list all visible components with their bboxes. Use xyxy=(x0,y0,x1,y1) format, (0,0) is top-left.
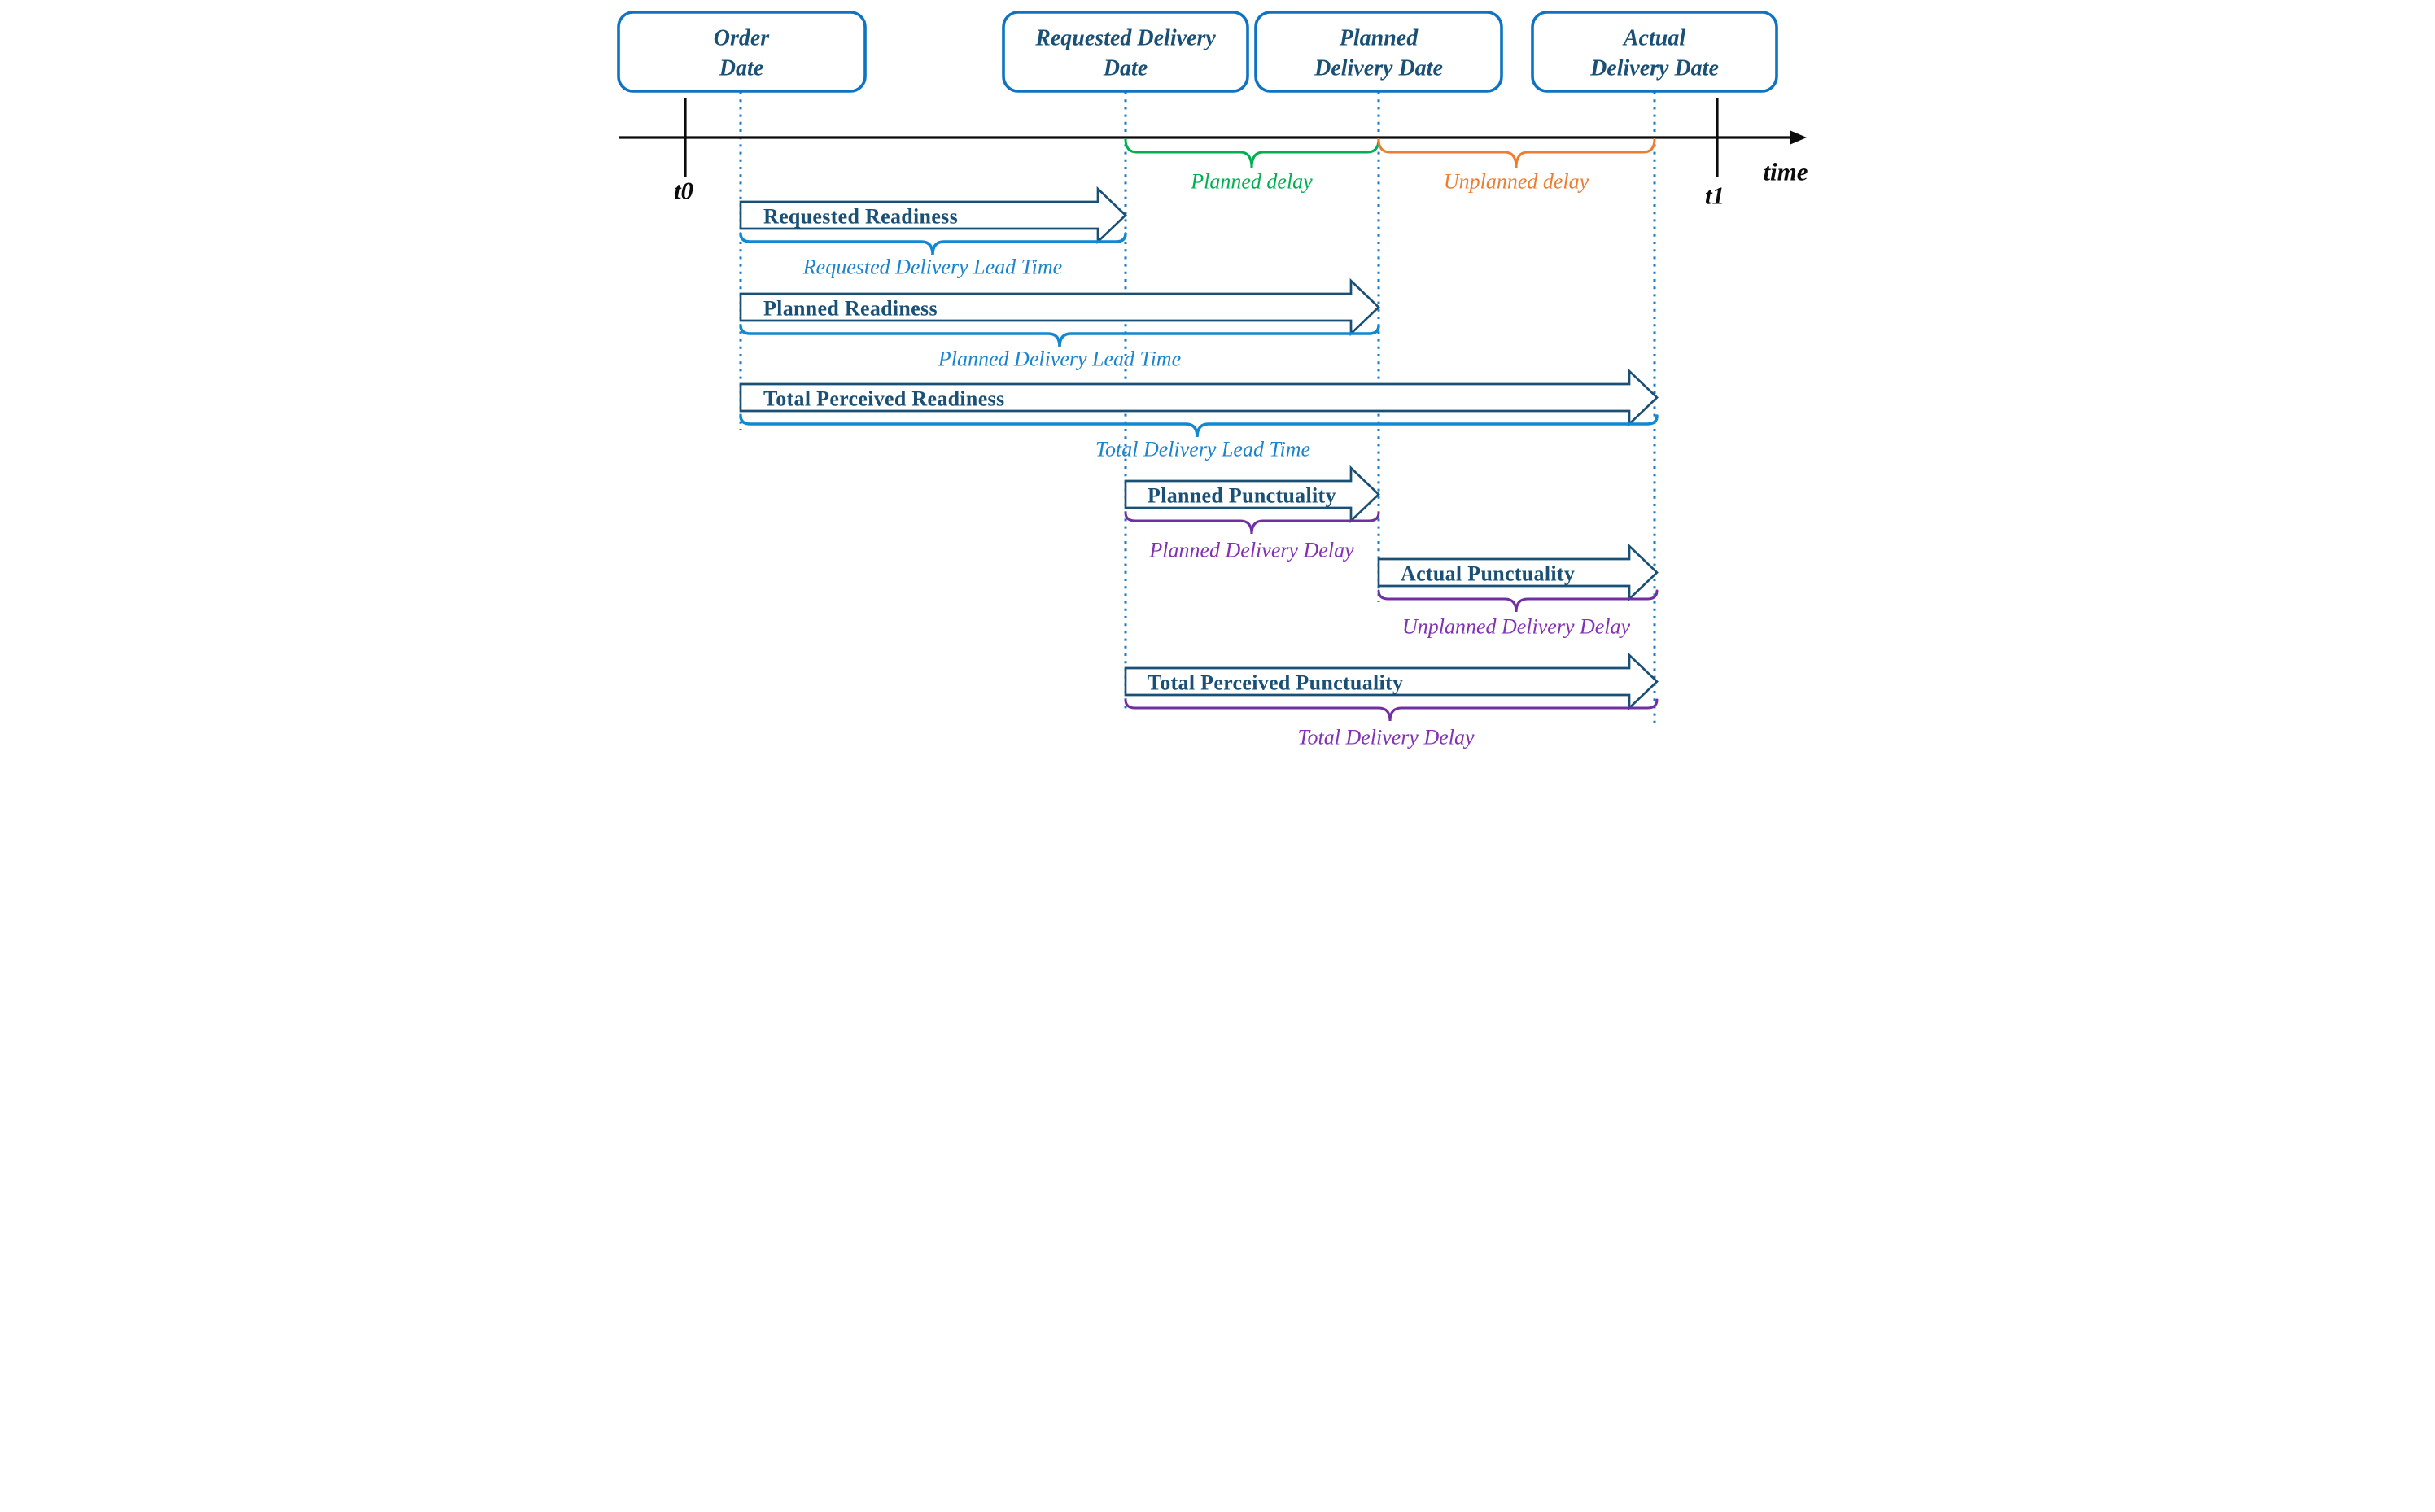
total-perceived-punctuality-row: Total Perceived Punctuality Total Delive… xyxy=(1124,652,1659,749)
time-axis-label: time xyxy=(1763,158,1808,186)
requested-readiness-label: Requested Readiness xyxy=(763,205,958,229)
milestone-box-requested-delivery-date xyxy=(1002,11,1249,93)
actual-delivery-date-label-line2: Delivery Date xyxy=(1589,56,1719,81)
actual-delivery-date-label-line1: Actual xyxy=(1622,26,1685,51)
unplanned-delivery-delay-label: Unplanned Delivery Delay xyxy=(1402,615,1631,639)
unplanned-delay-bracket xyxy=(1377,138,1656,168)
t1-label: t1 xyxy=(1705,181,1725,210)
total-lead-time-label: Total Delivery Lead Time xyxy=(1095,438,1310,461)
requested-readiness-arrow xyxy=(739,186,1127,245)
planned-lead-time-label: Planned Delivery Lead Time xyxy=(938,347,1181,371)
planned-delivery-date-label-line1: Planned xyxy=(1339,26,1419,51)
diagram-canvas: t0 t1 time Order Date Requested Delivery… xyxy=(617,11,1808,749)
requested-lead-time-label: Requested Delivery Lead Time xyxy=(802,256,1062,279)
planned-delivery-date-label-line2: Delivery Date xyxy=(1314,56,1443,81)
delivery-timeline-diagram: t0 t1 time Order Date Requested Delivery… xyxy=(609,0,1826,756)
planned-delay-label: Planned delay xyxy=(1190,170,1313,194)
planned-punctuality-arrow xyxy=(1124,465,1380,524)
actual-punctuality-arrow xyxy=(1377,543,1659,602)
actual-punctuality-row: Actual Punctuality Unplanned Delivery De… xyxy=(1377,543,1659,639)
unplanned-delivery-delay-brace xyxy=(1377,589,1659,613)
total-delivery-delay-brace xyxy=(1124,698,1659,722)
planned-punctuality-row: Planned Punctuality Planned Delivery Del… xyxy=(1124,465,1380,562)
planned-readiness-arrow xyxy=(739,277,1380,337)
milestone-box-actual-delivery-date xyxy=(1531,11,1778,93)
planned-delay-bracket xyxy=(1124,138,1380,168)
order-date-label-line2: Date xyxy=(719,56,763,81)
total-delivery-delay-label: Total Delivery Delay xyxy=(1297,726,1475,749)
total-perceived-readiness-arrow xyxy=(739,368,1659,427)
planned-delivery-delay-brace xyxy=(1124,511,1380,535)
requested-delivery-date-label-line1: Requested Delivery xyxy=(1034,26,1216,51)
unplanned-delay-label: Unplanned delay xyxy=(1444,170,1589,194)
timeline-arrowhead-icon xyxy=(1790,130,1807,145)
milestone-boxes: Order Date Requested Delivery Date Plann… xyxy=(617,11,1778,93)
actual-punctuality-label: Actual Punctuality xyxy=(1401,562,1575,586)
requested-readiness-row: Requested Readiness Requested Delivery L… xyxy=(739,186,1127,279)
milestone-box-order-date xyxy=(617,11,867,93)
total-perceived-punctuality-arrow xyxy=(1124,652,1659,711)
timeline-axis: t0 t1 time xyxy=(619,98,1808,210)
planned-readiness-row: Planned Readiness Planned Delivery Lead … xyxy=(739,277,1380,371)
requested-delivery-date-label-line2: Date xyxy=(1103,56,1148,81)
planned-lead-time-brace xyxy=(739,324,1380,347)
planned-punctuality-label: Planned Punctuality xyxy=(1148,484,1336,508)
total-lead-time-brace xyxy=(739,414,1659,438)
planned-delivery-delay-label: Planned Delivery Delay xyxy=(1148,539,1354,562)
total-perceived-readiness-row: Total Perceived Readiness Total Delivery… xyxy=(739,368,1659,461)
order-date-label-line1: Order xyxy=(714,26,771,51)
total-perceived-readiness-label: Total Perceived Readiness xyxy=(763,387,1004,411)
planned-readiness-label: Planned Readiness xyxy=(763,297,938,321)
t0-label: t0 xyxy=(674,177,693,205)
total-perceived-punctuality-label: Total Perceived Punctuality xyxy=(1148,671,1403,695)
requested-lead-time-brace xyxy=(739,232,1127,256)
delay-brackets: Planned delay Unplanned delay xyxy=(1124,138,1656,194)
milestone-box-planned-delivery-date xyxy=(1254,11,1503,93)
